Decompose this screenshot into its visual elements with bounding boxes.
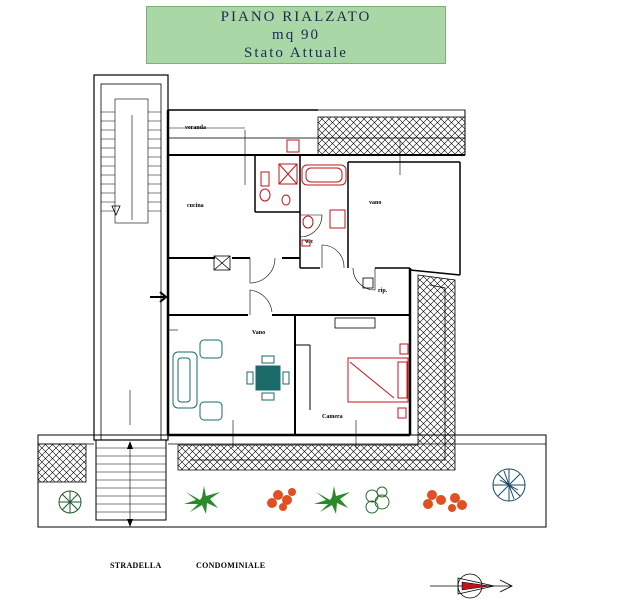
- door-swings: [249, 214, 376, 315]
- title-line-3: Stato Attuale: [244, 45, 348, 61]
- plant-icon-2: [184, 486, 220, 514]
- plant-icon-3: [314, 486, 350, 514]
- room-label-camera: Camera: [322, 414, 343, 420]
- kitchen-counter: [213, 255, 376, 329]
- title-line-1: PIANO RIALZATO: [220, 9, 372, 25]
- room-label-vano-living: Vano: [252, 330, 266, 336]
- room-label-cucina: cucina: [187, 203, 204, 209]
- street-label-right: CONDOMINIALE: [196, 561, 266, 570]
- bathroom-fixtures: [259, 139, 409, 419]
- street-label-left: STRADELLA: [110, 561, 162, 570]
- arrow-right-icon: [150, 291, 168, 303]
- title-line-2: mq 90: [272, 27, 320, 43]
- palm-icon: [492, 468, 526, 502]
- arrow-down-icon: [111, 205, 121, 216]
- terraces: [37, 116, 466, 483]
- front-yard: [37, 434, 547, 528]
- room-label-wc: w.c: [305, 239, 314, 245]
- shrub-icon: [365, 486, 390, 514]
- living-furniture: [172, 339, 290, 421]
- flower-icon-1: [267, 488, 296, 511]
- room-label-veranda: veranda: [185, 125, 206, 131]
- staircase: [93, 74, 169, 441]
- plant-icon-1: [58, 490, 82, 514]
- flower-icon-2: [423, 490, 467, 512]
- room-label-rip: rip.: [378, 288, 388, 294]
- compass-arrow-icon: [430, 573, 513, 599]
- room-label-vano: vano: [369, 200, 382, 206]
- title-box: PIANO RIALZATO mq 90 Stato Attuale: [146, 6, 446, 64]
